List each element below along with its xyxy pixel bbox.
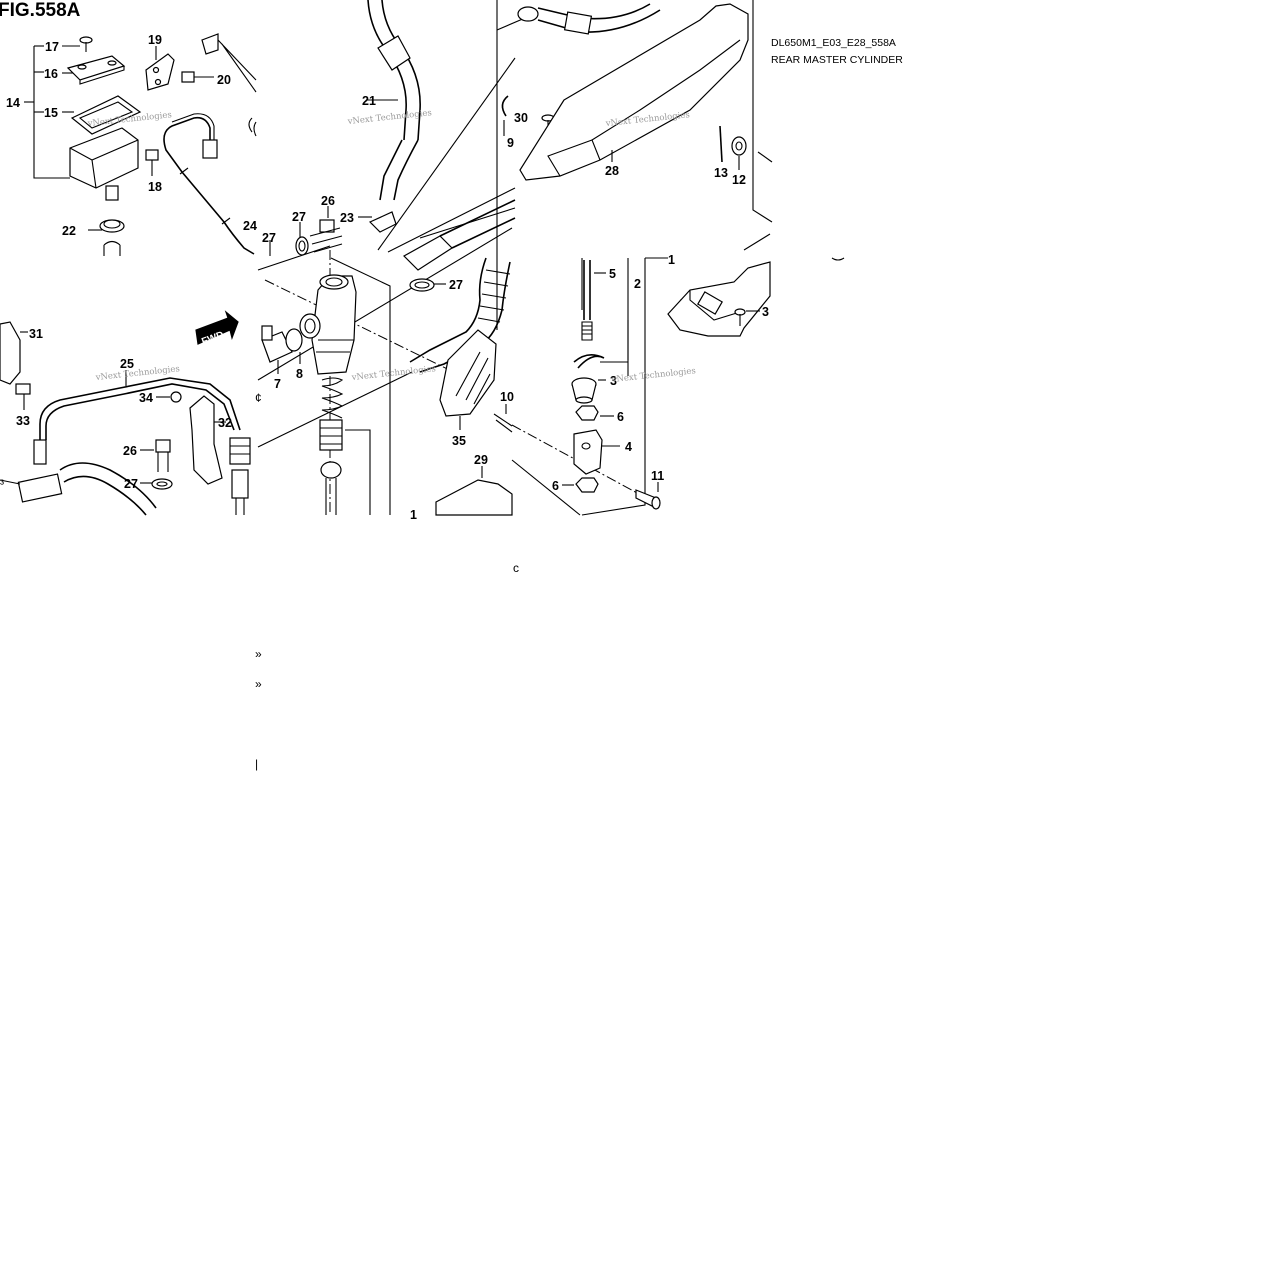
brake-pipe-24 (163, 113, 255, 255)
callout-14: 14 (6, 96, 20, 110)
callout-6a: 6 (617, 410, 624, 424)
callout-5: 5 (609, 267, 616, 281)
watermark-text: vNext Technologies (350, 364, 436, 383)
callout-34: 34 (139, 391, 153, 405)
callout-30: 30 (514, 111, 528, 125)
callout-27c: 27 (124, 477, 138, 491)
left-lower-group (0, 321, 251, 516)
callout-1a: 1 (668, 253, 675, 267)
callout-16: 16 (44, 67, 58, 81)
callout-24: 24 (243, 219, 257, 233)
callout-33: 33 (16, 414, 30, 428)
edge-glyph: ³ (0, 477, 4, 491)
reservoir-assembly (24, 33, 257, 256)
callout-21: 21 (362, 94, 376, 108)
watermark-text: vNext Technologies (610, 366, 696, 385)
union-bolt-group (269, 199, 516, 292)
edge-glyphs: c » » | ¢ ³ (0, 391, 519, 771)
callout-1b: 1 (410, 508, 417, 522)
callout-11: 11 (651, 469, 664, 483)
right-bracket-group (667, 233, 845, 337)
callout-29: 29 (474, 453, 488, 467)
callout-18: 18 (148, 180, 162, 194)
fwd-arrow-icon: FWD (195, 310, 239, 348)
edge-glyph: ¢ (255, 391, 262, 405)
cover-28-group (501, 3, 749, 181)
callout-15: 15 (44, 106, 58, 120)
callout-35: 35 (452, 434, 466, 448)
callout-3b: 3 (610, 374, 617, 388)
callout-20: 20 (217, 73, 231, 87)
callout-13: 13 (714, 166, 728, 180)
master-cylinder-body (261, 274, 357, 515)
edge-glyph: c (513, 561, 519, 575)
callout-17: 17 (45, 40, 59, 54)
callout-23: 23 (340, 211, 354, 225)
figure-code: DL650M1_E03_E28_558A (771, 37, 896, 49)
edge-glyph: » (255, 677, 262, 691)
callout-25: 25 (120, 357, 134, 371)
callout-12: 12 (732, 173, 746, 187)
callout-27a: 27 (292, 210, 306, 224)
edge-glyph: | (255, 757, 258, 771)
callout-19: 19 (148, 33, 162, 47)
callout-10: 10 (500, 390, 514, 404)
edge-glyph: » (255, 647, 262, 661)
callout-27b: 27 (262, 231, 276, 245)
callout-26a: 26 (321, 194, 335, 208)
callout-26b: 26 (123, 444, 137, 458)
callout-31: 31 (29, 327, 43, 341)
watermark-text: vNext Technologies (94, 364, 180, 383)
pedal-guard-35 (409, 257, 513, 516)
figure-name: REAR MASTER CYLINDER (771, 54, 903, 66)
callout-6b: 6 (552, 479, 559, 493)
callout-3a: 3 (762, 305, 769, 319)
callout-22: 22 (62, 224, 76, 238)
callout-9: 9 (507, 136, 514, 150)
figure-title: FIG.558A (0, 0, 81, 21)
callout-labels: 17 16 14 15 19 20 18 22 21 30 9 28 13 12… (6, 33, 769, 522)
callout-27d: 27 (449, 278, 463, 292)
callout-8: 8 (296, 367, 303, 381)
hose-21 (366, 0, 421, 201)
push-rod-group (562, 260, 661, 510)
frame-lines (257, 0, 773, 516)
callout-2: 2 (634, 277, 641, 291)
callout-32: 32 (218, 416, 232, 430)
callout-7: 7 (274, 377, 281, 391)
callout-28: 28 (605, 164, 619, 178)
callout-4: 4 (625, 440, 632, 454)
